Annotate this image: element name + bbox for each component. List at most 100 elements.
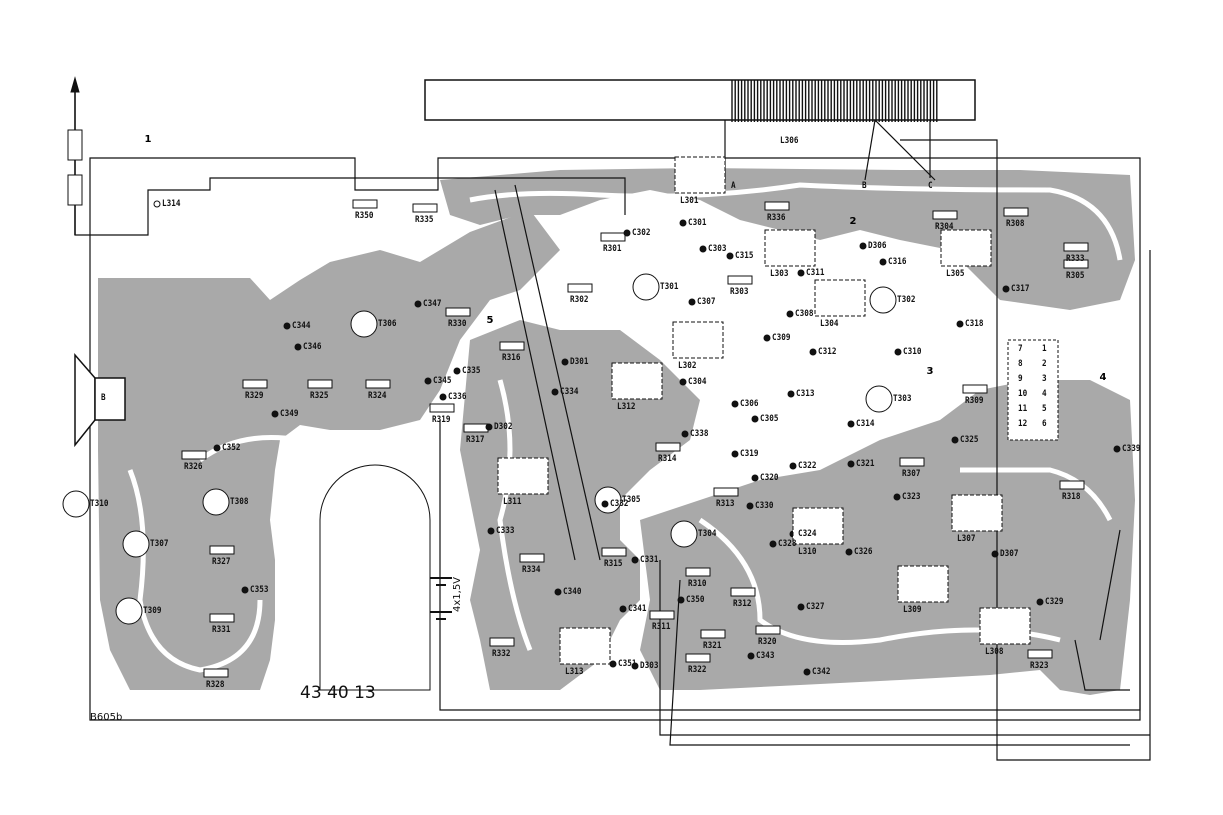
component-label-c305: C305	[760, 414, 779, 424]
symbol-c332	[601, 500, 609, 508]
board-cutout	[319, 464, 431, 691]
symbol-t309	[115, 597, 143, 625]
battery-label: 4x1,5V	[452, 576, 463, 612]
connector-pin-11: 11	[1018, 404, 1028, 414]
component-label-c353: C353	[250, 585, 269, 595]
symbol-t308	[202, 488, 230, 516]
symbol-r303	[727, 275, 753, 285]
symbol-c329	[1036, 598, 1044, 606]
drawing-code: B605b	[90, 712, 123, 723]
symbol-t305	[594, 486, 622, 514]
component-label-c332: C332	[610, 499, 629, 509]
component-label-r325: R325	[310, 391, 329, 401]
connector-pin-8: 8	[1018, 359, 1023, 369]
component-label-c328: C328	[778, 539, 797, 549]
symbol-r322	[685, 653, 711, 663]
symbol-c338	[681, 430, 689, 438]
component-label-c317: C317	[1011, 284, 1030, 294]
component-label-c304: C304	[688, 377, 707, 387]
wires	[74, 85, 1151, 761]
symbol-r315	[601, 547, 627, 557]
symbol-c330	[746, 502, 754, 510]
symbol-r302	[567, 283, 593, 293]
component-label-r330: R330	[448, 319, 467, 329]
symbol-r334	[519, 553, 545, 563]
component-label-r323: R323	[1030, 661, 1049, 671]
symbol-c314	[847, 420, 855, 428]
component-label-c308: C308	[795, 309, 814, 319]
symbol-c301	[679, 219, 687, 227]
symbol-t310	[62, 490, 90, 518]
component-label-r324: R324	[368, 391, 387, 401]
component-label-c318: C318	[965, 319, 984, 329]
component-label-c331: C331	[640, 555, 659, 565]
symbol-l309	[897, 565, 949, 603]
symbol-c325	[951, 436, 959, 444]
symbol-l301	[674, 156, 726, 194]
component-label-r317: R317	[466, 435, 485, 445]
symbol-l312	[611, 362, 663, 400]
symbol-t302	[869, 286, 897, 314]
symbol-l303	[764, 229, 816, 267]
component-label-t309: T309	[143, 606, 162, 616]
component-label-r307: R307	[902, 469, 921, 479]
symbol-c319	[731, 450, 739, 458]
symbol-r331	[209, 613, 235, 623]
marker-1: 1	[137, 129, 159, 151]
symbol-c313	[787, 390, 795, 398]
component-label-r332: R332	[492, 649, 511, 659]
symbol-r350	[352, 199, 378, 209]
symbol-r328	[203, 668, 229, 678]
component-label-c324: C324	[798, 529, 817, 539]
battery-icon	[430, 577, 452, 620]
component-label-c302: C302	[632, 228, 651, 238]
component-label-l307: L307	[957, 534, 976, 544]
connector-pin-3: 3	[1042, 374, 1047, 384]
symbol-c311	[797, 269, 805, 277]
component-label-d302: D302	[494, 422, 513, 432]
component-label-c341: C341	[628, 604, 647, 614]
component-label-t307: T307	[150, 539, 169, 549]
component-label-r316: R316	[502, 353, 521, 363]
symbol-c346	[294, 343, 302, 351]
symbol-c315	[726, 252, 734, 260]
component-label-c336: C336	[448, 392, 467, 402]
symbol-c322	[789, 462, 797, 470]
component-label-c316: C316	[888, 257, 907, 267]
symbol-c305	[751, 415, 759, 423]
symbol-c349	[271, 410, 279, 418]
symbol-r316	[499, 341, 525, 351]
connector-pin-12: 12	[1018, 419, 1028, 429]
component-label-l310: L310	[798, 547, 817, 557]
symbol-c335	[453, 367, 461, 375]
component-label-c352: C352	[222, 443, 241, 453]
ferrite-rod	[424, 79, 976, 121]
board-number: 43 40 13	[300, 683, 376, 703]
symbol-r310	[685, 567, 711, 577]
component-label-r336: R336	[767, 213, 786, 223]
symbol-r313	[713, 487, 739, 497]
component-label-l305: L305	[946, 269, 965, 279]
connector-pin-5: 5	[1042, 404, 1047, 414]
symbol-c318	[956, 320, 964, 328]
component-label-l302: L302	[678, 361, 697, 371]
symbol-c317	[1002, 285, 1010, 293]
symbol-l305	[940, 229, 992, 267]
symbol-r318	[1059, 480, 1085, 490]
component-label-c349: C349	[280, 409, 299, 419]
connector-pin-6: 6	[1042, 419, 1047, 429]
symbol-c333	[487, 527, 495, 535]
connector-pin-7: 7	[1018, 344, 1023, 354]
component-label-r350: R350	[355, 211, 374, 221]
symbol-l302	[672, 321, 724, 359]
connector-pin-4: 4	[1042, 389, 1047, 399]
symbol-t301	[632, 273, 660, 301]
copper-middle	[460, 320, 700, 690]
symbol-r304	[932, 210, 958, 220]
component-label-c327: C327	[806, 602, 825, 612]
symbol-r332	[489, 637, 515, 647]
component-label-l311: L311	[503, 497, 522, 507]
symbol-r319	[429, 403, 455, 413]
symbol-c302	[623, 229, 631, 237]
